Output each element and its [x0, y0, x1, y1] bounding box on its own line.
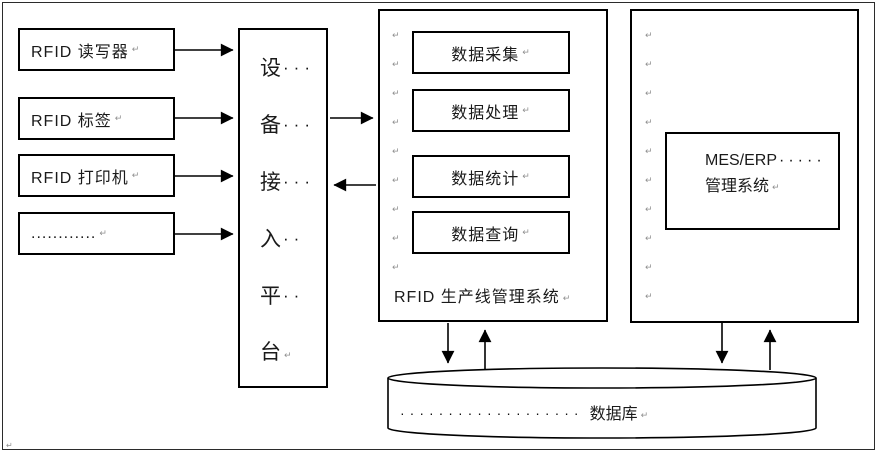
- platform-line: 备···: [260, 114, 315, 137]
- mes-erp-inner-box: MES/ERP····· 管理系统↵: [665, 132, 840, 230]
- paragraph-mark-icon: ↵: [645, 88, 653, 98]
- device-label: RFID 读写器: [31, 43, 129, 61]
- paragraph-mark-icon: ↵: [522, 47, 531, 57]
- module-box-data-statistics: 数据统计↵: [412, 155, 570, 198]
- mes-line2: 管理系统↵: [705, 178, 780, 195]
- paragraph-mark-icon: ↵: [114, 113, 124, 123]
- paragraph-mark-icon: ↵: [392, 175, 400, 185]
- device-box-others: ............↵: [18, 212, 175, 255]
- paragraph-mark-icon: ↵: [392, 117, 400, 127]
- paragraph-mark-icon: ↵: [522, 171, 531, 181]
- paragraph-mark-icon: ↵: [645, 291, 653, 301]
- paragraph-mark-icon: ↵: [772, 182, 780, 192]
- module-box-data-processing: 数据处理↵: [412, 89, 570, 132]
- mes-system-box: ↵ ↵ ↵ ↵ ↵ ↵ ↵ ↵ ↵ ↵ MES/ERP····· 管理系统↵: [630, 9, 859, 323]
- platform-line: 入··: [260, 228, 305, 251]
- platform-line: 设···: [260, 57, 315, 80]
- paragraph-mark-icon: ↵: [645, 204, 653, 214]
- paragraph-mark-icon: ↵: [99, 228, 108, 238]
- paragraph-mark-icon: ↵: [392, 262, 400, 272]
- device-label: ............: [31, 224, 97, 242]
- paragraph-mark-icon: ↵: [131, 44, 141, 54]
- module-box-data-collection: 数据采集↵: [412, 31, 570, 74]
- paragraph-mark-icon: ↵: [522, 227, 531, 237]
- platform-line: 平··: [260, 285, 305, 308]
- device-label: RFID 标签: [31, 112, 112, 130]
- device-box-rfid-printer: RFID 打印机↵: [18, 154, 175, 197]
- paragraph-mark-icon: ↵: [6, 441, 13, 450]
- dot-leader: ·····: [779, 152, 826, 169]
- paragraph-mark-icon: ↵: [640, 410, 649, 420]
- paragraph-mark-icon: ↵: [645, 233, 653, 243]
- paragraph-mark-icon: ↵: [645, 30, 653, 40]
- paragraph-mark-icon: ↵: [392, 30, 400, 40]
- paragraph-mark-icon: ↵: [392, 59, 400, 69]
- device-box-rfid-tag: RFID 标签↵: [18, 97, 175, 140]
- paragraph-mark-icon: ↵: [562, 293, 572, 303]
- device-label: RFID 打印机: [31, 169, 129, 187]
- mes-line1: MES/ERP·····: [705, 152, 826, 169]
- paragraph-mark-icon: ↵: [131, 170, 141, 180]
- paragraph-mark-icon: ↵: [645, 175, 653, 185]
- device-box-rfid-reader: RFID 读写器↵: [18, 28, 175, 71]
- paragraph-mark-icon: ↵: [284, 350, 292, 360]
- device-access-platform-box: 设··· 备··· 接··· 入·· 平·· 台↵: [238, 28, 328, 388]
- platform-line: 台↵: [260, 341, 292, 364]
- paragraph-mark-icon: ↵: [645, 146, 653, 156]
- paragraph-mark-icon: ↵: [522, 105, 531, 115]
- paragraph-mark-icon: ↵: [392, 204, 400, 214]
- database-label: ···················数据库↵: [400, 405, 649, 423]
- paragraph-mark-icon: ↵: [645, 59, 653, 69]
- production-system-box: ↵ ↵ ↵ ↵ ↵ ↵ ↵ ↵ ↵ 数据采集↵ 数据处理↵ 数据统计↵ 数据查询…: [378, 9, 608, 322]
- database-cylinder-shape: [387, 367, 817, 439]
- paragraph-mark-icon: ↵: [392, 146, 400, 156]
- module-box-data-query: 数据查询↵: [412, 211, 570, 254]
- dot-leader: ···················: [400, 405, 584, 421]
- paragraph-mark-icon: ↵: [645, 262, 653, 272]
- paragraph-mark-icon: ↵: [645, 117, 653, 127]
- production-system-caption: RFID 生产线管理系统↵: [394, 289, 572, 306]
- paragraph-mark-icon: ↵: [392, 233, 400, 243]
- platform-line: 接···: [260, 171, 315, 194]
- paragraph-mark-icon: ↵: [392, 88, 400, 98]
